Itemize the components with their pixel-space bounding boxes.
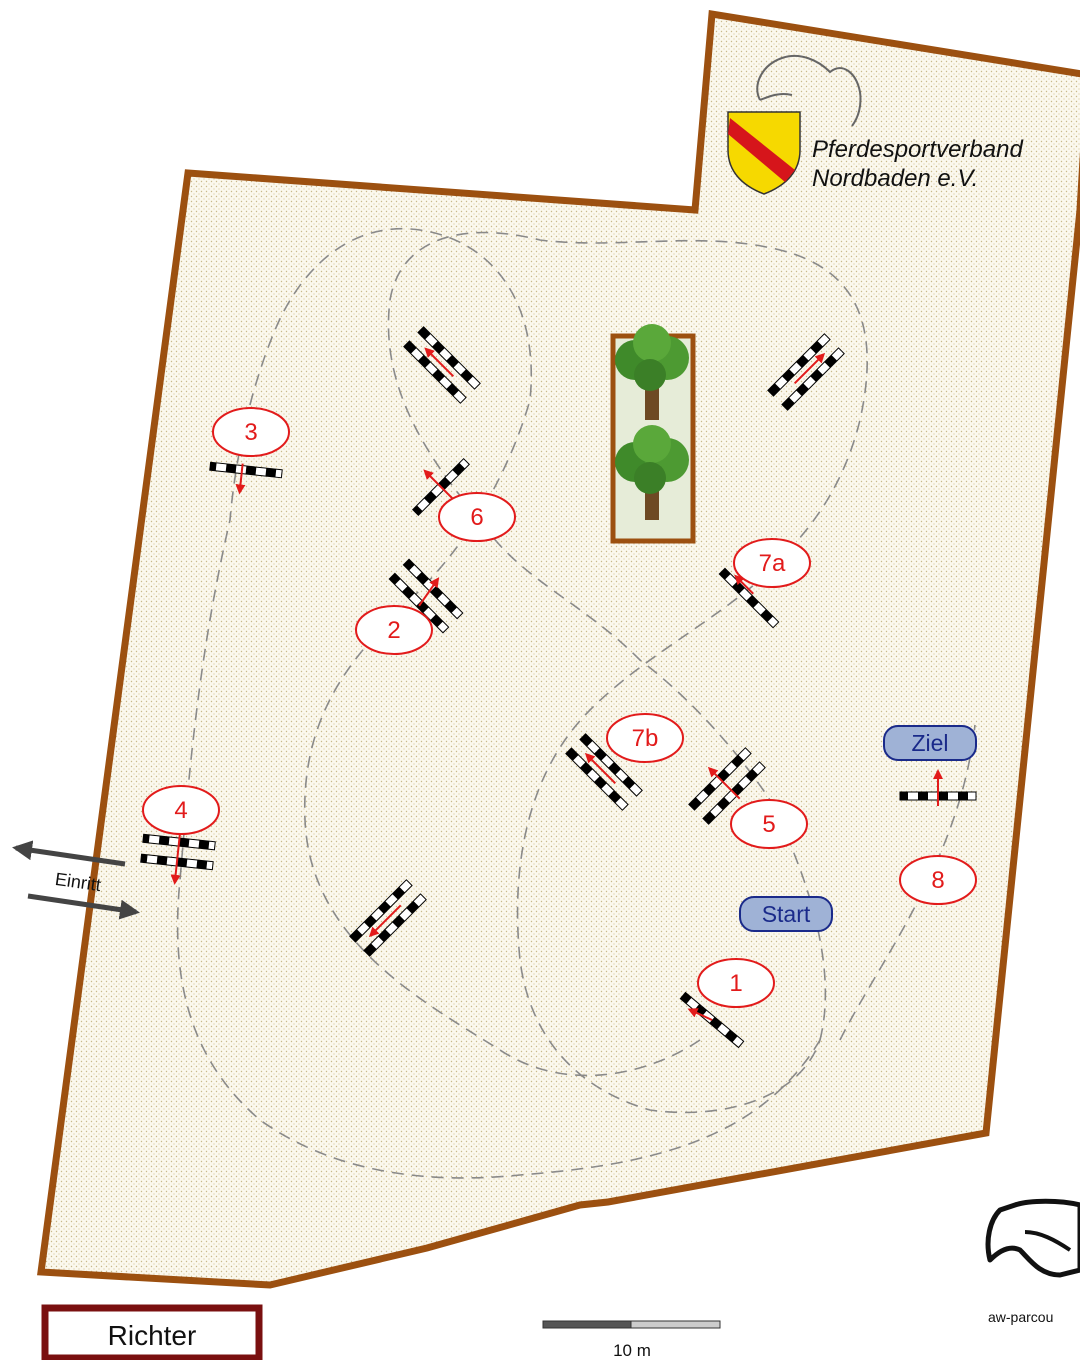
fence-number-4: 4	[142, 785, 220, 835]
scale-bar: 10 m	[542, 1320, 721, 1360]
scale-label: 10 m	[613, 1341, 651, 1360]
judge-label: Richter	[108, 1320, 197, 1351]
aw-parcours-logo: aw-parcou	[985, 1198, 1080, 1325]
judge-box: Richter	[41, 1304, 263, 1360]
finish-marker: Ziel	[883, 725, 977, 761]
fence-number-5: 5	[730, 799, 808, 849]
course-route	[176, 227, 976, 1179]
svg-text:6: 6	[470, 504, 483, 531]
pferdesportverband-logo: Pferdesportverband Nordbaden e.V.	[727, 54, 1023, 195]
tree-planter	[610, 324, 696, 544]
svg-text:5: 5	[762, 811, 775, 838]
svg-text:7b: 7b	[632, 725, 659, 752]
fence-number-3: 3	[212, 407, 290, 457]
arena-boundary	[37, 9, 1080, 1289]
fence-7a-obstacle[interactable]	[718, 567, 780, 629]
designer-label: aw-parcou	[988, 1309, 1053, 1325]
svg-text:7a: 7a	[759, 550, 786, 577]
fence-top-right-obstacle[interactable]	[767, 333, 845, 411]
org-line-2: Nordbaden e.V.	[812, 165, 978, 192]
svg-text:2: 2	[387, 617, 400, 644]
fence-number-1: 1	[697, 958, 775, 1008]
svg-text:Ziel: Ziel	[911, 730, 948, 756]
svg-text:4: 4	[174, 797, 187, 824]
fence-7b-obstacle[interactable]	[565, 733, 643, 811]
fence-8-obstacle[interactable]	[899, 769, 977, 806]
fence-2-obstacle[interactable]	[388, 557, 465, 634]
svg-text:1: 1	[729, 970, 742, 997]
fence-3-obstacle[interactable]	[208, 460, 283, 495]
tree-icon	[615, 425, 689, 520]
tree-icon	[615, 324, 689, 420]
fence-bottom-left-obstacle[interactable]	[349, 879, 427, 957]
svg-text:Start: Start	[762, 901, 811, 927]
jumping-horse-icon	[985, 1198, 1080, 1278]
svg-text:3: 3	[244, 419, 257, 446]
start-marker: Start	[739, 896, 833, 932]
horse-head-outline-icon	[756, 54, 862, 127]
org-line-1: Pferdesportverband	[812, 136, 1023, 163]
fence-5-obstacle[interactable]	[683, 742, 768, 827]
fence-number-7a: 7a	[733, 538, 811, 588]
fence-number-2: 2	[355, 605, 433, 655]
fence-number-8: 8	[899, 855, 977, 905]
fence-number-7b: 7b	[606, 713, 684, 763]
fence-number-6: 6	[438, 492, 516, 542]
svg-text:8: 8	[931, 867, 944, 894]
fence-6-top-obstacle[interactable]	[403, 326, 481, 404]
fence-1-obstacle[interactable]	[679, 991, 745, 1049]
fence-6-obstacle[interactable]	[401, 447, 477, 523]
fence-4-obstacle[interactable]	[139, 828, 216, 885]
entrance: Einritt	[12, 840, 140, 920]
